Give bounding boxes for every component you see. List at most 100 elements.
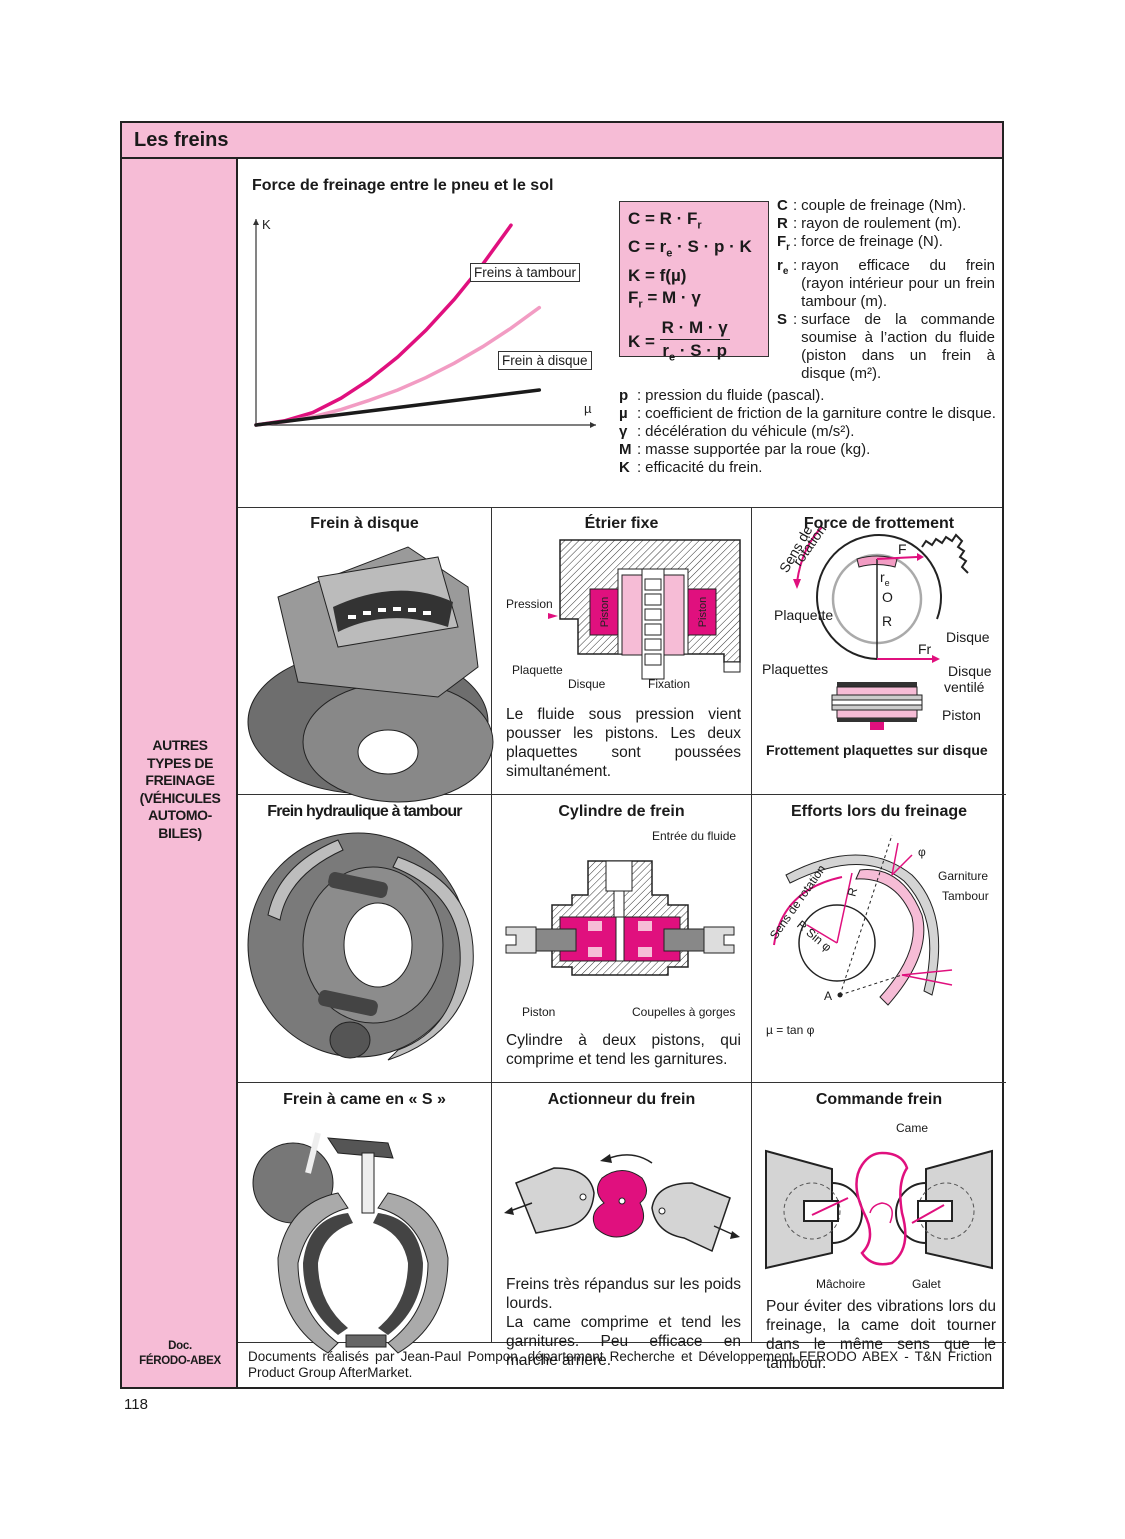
label-mu-tan-phi: µ = tan φ [766, 1023, 815, 1037]
section-title: Force de freinage entre le pneu et le so… [252, 177, 554, 194]
label-plaquette: Plaquette [774, 607, 834, 623]
brake-actuator-diagram [504, 1154, 740, 1253]
label-came: Came [896, 1121, 929, 1135]
side-label-line: (VÉHICULES [139, 789, 221, 806]
cell-title: Frein à came en « S » [283, 1091, 446, 1108]
cell-title: Actionneur du frein [547, 1091, 696, 1108]
label-O: O [882, 589, 893, 605]
title-bar: Les freins [122, 123, 1002, 159]
doc-label-line: FÉRODO-ABEX [139, 1355, 221, 1367]
definition-text: couple de freinage (Nm). [801, 197, 967, 214]
cell-brake-command: Commande frein Came Mâchoire [752, 1083, 1006, 1372]
definition-item: K:efficacité du frein. [619, 459, 999, 477]
colon: : [793, 233, 798, 250]
cell-description: Freins très répandus sur les poids lourd… [506, 1275, 741, 1370]
page-title: Les freins [134, 129, 229, 151]
label-disque: Disque [568, 677, 606, 691]
doc-label-line: Doc. [168, 1340, 192, 1352]
formula-1: C = R · Fr [628, 209, 702, 232]
label-plaquettes: Plaquettes [762, 661, 829, 677]
formula-4: Fr = M · γ [628, 287, 701, 311]
annotation-disc: Frein à disque [498, 351, 592, 370]
definition-symbol: µ [619, 405, 628, 422]
cell-s-cam-brake: Frein à came en « S » [238, 1083, 492, 1354]
definition-symbol: R [777, 215, 788, 232]
colon: : [793, 257, 798, 274]
formula-2: C = re · S · p · K [628, 237, 752, 260]
formula-3: K = f(µ) [628, 265, 687, 285]
formula-5: K = R · M · γ re · S · p [628, 318, 730, 364]
cell-title: Frein à disque [310, 515, 419, 532]
cell-title: Cylindre de frein [558, 803, 685, 820]
braking-forces-diagram [773, 834, 953, 1006]
disc-brake-illustration [247, 546, 494, 803]
definition-symbol: K [619, 459, 630, 476]
side-label-line: BILES) [158, 824, 202, 841]
cell-description: Le fluide sous pression vient pousser le… [506, 706, 741, 780]
definitions-right: C:couple de freinage (Nm).R:rayon de rou… [777, 197, 995, 383]
label-ventile: ventilé [944, 679, 985, 695]
label-machoire: Mâchoire [816, 1277, 866, 1291]
colon: : [637, 423, 642, 440]
x-axis-label: µ [584, 401, 592, 416]
cell-title: Commande frein [815, 1091, 943, 1108]
label-disque: Disque [946, 629, 990, 645]
cell-drum-brake: Frein hydraulique à tambour [238, 795, 492, 1083]
definition-item: p:pression du fluide (pascal). [619, 387, 999, 405]
definition-text: efficacité du frein. [645, 459, 763, 476]
definition-item: µ:coefficient de friction de la garnitur… [619, 405, 999, 423]
y-axis-arrow [253, 219, 259, 225]
y-axis-label: K [262, 217, 271, 232]
label-piston: Piston [942, 707, 981, 723]
friction-force-diagram [793, 526, 969, 730]
pressure-arrow [548, 613, 558, 619]
cell-title: Efforts lors du freinage [790, 803, 968, 820]
desc-line-1: Freins très répandus sur les poids lourd… [506, 1276, 741, 1312]
definition-text: rayon de roulement (m). [801, 215, 962, 232]
cell-friction-force: Force de frottement [752, 507, 1006, 795]
label-galet: Galet [912, 1277, 941, 1291]
cell-fixed-caliper: Étrier fixe Piston Piston Pressio [492, 507, 752, 795]
desc-line-2: La came comprime et tend les garnitures.… [506, 1314, 741, 1369]
side-label: AUTRES TYPES DE FREINAGE (VÉHICULES AUTO… [122, 737, 238, 842]
definition-text: pression du fluide (pascal). [645, 387, 825, 404]
definition-text: rayon efficace du frein (rayon intérieur… [801, 257, 995, 310]
label-disque-ventile: Disque [948, 663, 992, 679]
main-content: Force de freinage entre le pneu et le so… [238, 159, 1006, 1387]
definition-symbol: C [777, 197, 788, 214]
cell-title: Étrier fixe [584, 515, 659, 532]
label-R: R [882, 613, 893, 629]
definition-item: C:couple de freinage (Nm). [777, 197, 995, 215]
s-cam-brake-illustration [252, 1132, 449, 1354]
label-piston: Piston [522, 1005, 556, 1019]
footer-credits: Documents réalisés par Jean-Paul Pompon,… [248, 1349, 992, 1380]
x-axis-arrow [590, 422, 596, 428]
label-garniture: Garniture [938, 869, 989, 883]
series-line-0 [254, 223, 513, 427]
drum-brake-illustration [247, 832, 474, 1061]
colon: : [637, 441, 642, 458]
side-label-line: AUTOMO- [148, 807, 212, 823]
colon: : [793, 311, 798, 328]
label-entree-fluide: Entrée du fluide [652, 829, 737, 843]
definition-item: γ:décélération du véhicule (m/s²). [619, 423, 999, 441]
doc-label: Doc. FÉRODO-ABEX [122, 1339, 238, 1369]
definition-text: force de freinage (N). [801, 233, 943, 250]
side-column: AUTRES TYPES DE FREINAGE (VÉHICULES AUTO… [122, 159, 238, 1387]
definition-symbol: p [619, 387, 629, 404]
colon: : [637, 459, 642, 476]
cell-description: Frottement plaquettes sur disque [766, 742, 988, 758]
label-coupelles: Coupelles à gorges [632, 1005, 736, 1019]
label-fixation: Fixation [648, 677, 691, 691]
force-section: Force de freinage entre le pneu et le so… [238, 159, 1002, 508]
definition-text: masse supportée par la roue (kg). [645, 441, 871, 458]
cell-description: Cylindre à deux pistons, qui comprime et… [506, 1032, 741, 1068]
fixed-caliper-diagram: Piston Piston [548, 539, 741, 680]
cell-title: Force de frottement [803, 515, 955, 532]
colon: : [793, 197, 798, 214]
piston-label: Piston [697, 597, 709, 628]
definition-symbol: Fr [777, 233, 791, 253]
wheel-cylinder-diagram [505, 860, 735, 976]
formula-box: C = R · Fr C = re · S · p · K K = f(µ) F… [619, 201, 769, 364]
